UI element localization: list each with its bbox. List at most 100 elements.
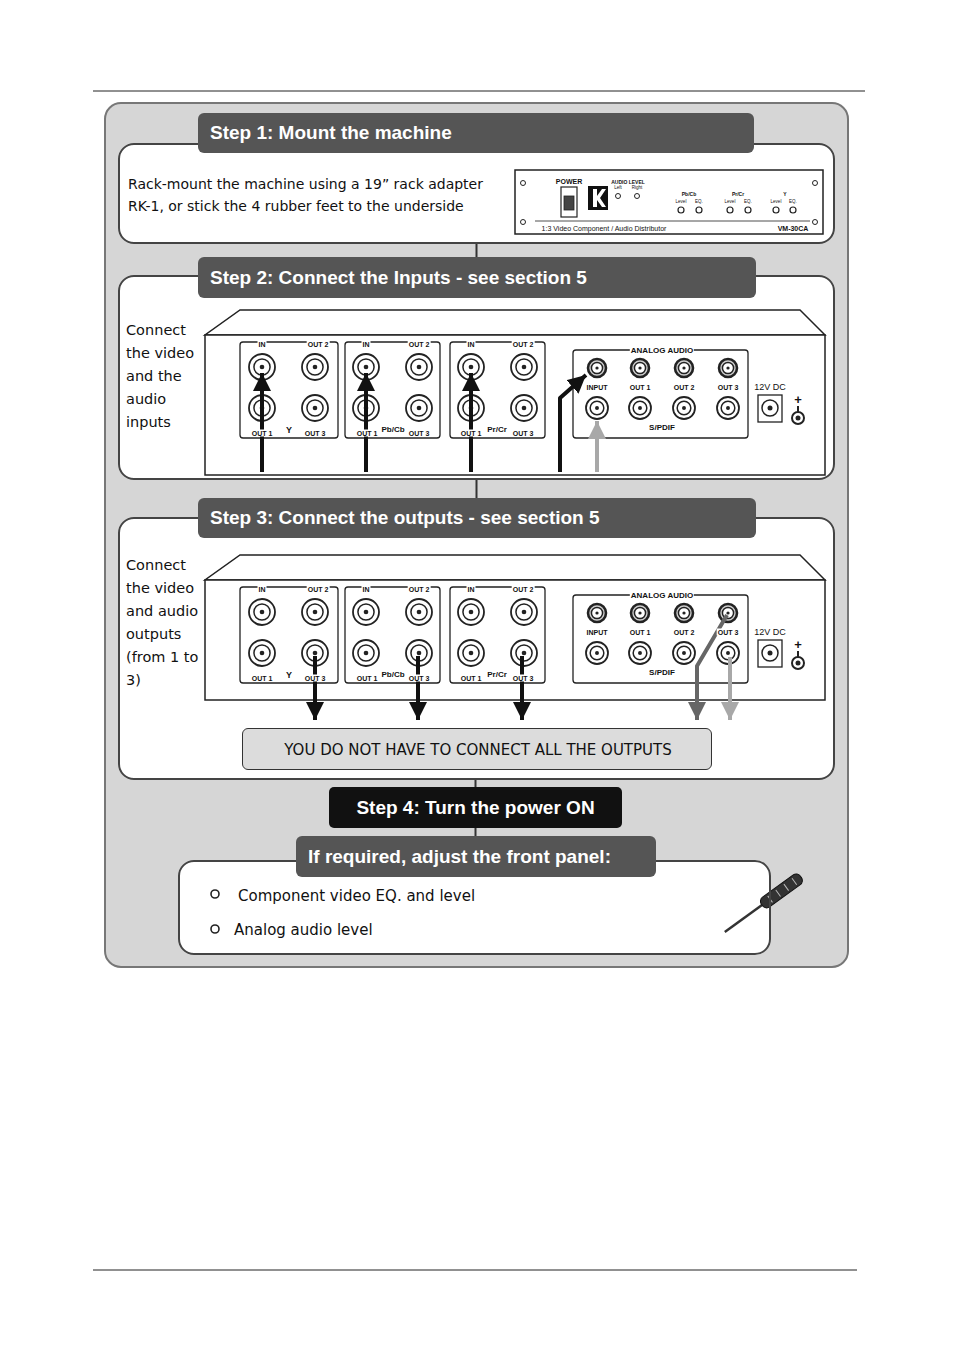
screwdriver-handle	[758, 872, 804, 910]
connector-label: S/PDIF	[648, 424, 676, 432]
rca-jack-ring	[411, 604, 427, 620]
video-group-frame	[450, 342, 545, 438]
output-arrow	[416, 656, 420, 720]
connector-label: OUT 1	[460, 675, 483, 682]
front-panel-label: Right	[631, 186, 644, 191]
rca-jack-ring	[633, 646, 647, 660]
note-box: YOU DO NOT HAVE TO CONNECT ALL THE OUTPU…	[242, 728, 712, 770]
video-trim-pot	[696, 207, 702, 213]
handle-groove	[792, 878, 797, 884]
connector-label: OUT 2	[307, 586, 330, 593]
spdif-output-arrow	[728, 657, 732, 720]
front-panel-label: EQ.	[743, 200, 753, 205]
rca-jack	[249, 599, 275, 625]
rca-jack-pin	[682, 406, 686, 410]
front-panel-label: EQ.	[694, 200, 704, 205]
flow-connector	[476, 244, 478, 257]
connector-label: OUT 1	[251, 675, 274, 682]
front-panel-label: Level	[724, 200, 737, 205]
step-heading: If required, adjust the front panel:	[296, 836, 656, 877]
rca-jack-ring	[591, 362, 602, 373]
rca-jack-ring	[677, 646, 691, 660]
step-panel: If required, adjust the front panel:Comp…	[178, 836, 771, 955]
rca-jack-pin	[313, 610, 318, 615]
rca-jack	[302, 599, 328, 625]
input-arrow	[364, 373, 368, 472]
rca-jack-ring	[307, 359, 323, 375]
connector-label: 12V DC	[753, 628, 787, 637]
screw-hole	[813, 220, 818, 225]
output-arrow	[520, 656, 524, 720]
rca-jack-ring	[721, 401, 735, 415]
video-trim-pot	[727, 207, 733, 213]
rca-jack	[302, 354, 328, 380]
rca-jack-pin	[522, 406, 527, 411]
video-trim-pot	[745, 207, 751, 213]
flow-connector	[475, 780, 477, 787]
connector-label: IN	[467, 341, 476, 348]
rca-jack-pin	[638, 611, 641, 614]
kramer-logo	[588, 186, 608, 210]
connector-label: OUT 1	[629, 384, 652, 391]
polarity-symbol	[792, 657, 804, 669]
rca-jack	[631, 359, 649, 377]
power-switch	[561, 187, 577, 217]
front-panel-label: Left	[613, 186, 623, 191]
dc-socket-ring	[762, 645, 778, 661]
video-group-frame	[345, 587, 440, 683]
rca-jack-ring	[411, 359, 427, 375]
rca-jack	[458, 640, 484, 666]
video-trim-pot	[773, 207, 779, 213]
front-panel-label: POWER	[555, 178, 583, 185]
dc-socket-ring	[762, 400, 778, 416]
video-group-frame	[345, 342, 440, 438]
rca-jack-pin	[682, 366, 685, 369]
connector-label: Y	[285, 426, 293, 435]
polarity-lead	[797, 651, 799, 657]
connector-label: ANALOG AUDIO	[630, 347, 694, 355]
rca-jack	[353, 640, 379, 666]
handle-groove	[776, 890, 781, 896]
rca-jack-ring	[358, 359, 374, 375]
rca-jack-pin	[726, 611, 729, 614]
instruction-text: Connect the video and the audio inputs	[126, 319, 204, 434]
rca-jack-ring	[254, 604, 270, 620]
panel-ground	[118, 143, 835, 244]
connector-label: OUT 2	[307, 341, 330, 348]
rca-jack-ring	[463, 604, 479, 620]
rca-jack-pin	[522, 651, 527, 656]
panel-outline	[118, 143, 835, 244]
connector-label: INPUT	[586, 384, 609, 391]
front-panel-strip	[535, 221, 810, 222]
rca-jack	[675, 359, 693, 377]
rca-jack-ring	[463, 645, 479, 661]
rca-jack-ring	[678, 362, 689, 373]
step-box: Step 4: Turn the power ON	[329, 787, 622, 828]
audio-level-pot	[635, 194, 640, 199]
connector-label: OUT 1	[356, 430, 379, 437]
device-top	[205, 555, 825, 580]
rca-jack-ring	[254, 359, 270, 375]
rca-jack-pin	[682, 651, 686, 655]
bullet	[211, 890, 219, 898]
step-heading: Step 1: Mount the machine	[198, 113, 754, 153]
rca-jack	[406, 599, 432, 625]
rca-jack	[629, 642, 651, 664]
video-group-frame	[240, 342, 338, 438]
rca-jack	[406, 395, 432, 421]
rca-jack-pin	[417, 651, 422, 656]
front-panel-label: Y	[782, 192, 787, 197]
rca-jack-pin	[595, 651, 599, 655]
rca-jack	[629, 397, 651, 419]
rca-jack-ring	[678, 607, 689, 618]
front-panel-label: Level	[675, 200, 688, 205]
rca-jack-ring	[591, 607, 602, 618]
rca-jack-pin	[469, 610, 474, 615]
connector-label: OUT 2	[408, 586, 431, 593]
connector-label: +	[793, 393, 803, 406]
rca-jack-pin	[313, 406, 318, 411]
connector-label: OUT 3	[408, 430, 431, 437]
rca-jack-ring	[633, 401, 647, 415]
connector-label: OUT 2	[408, 341, 431, 348]
rca-jack-ring	[358, 645, 374, 661]
